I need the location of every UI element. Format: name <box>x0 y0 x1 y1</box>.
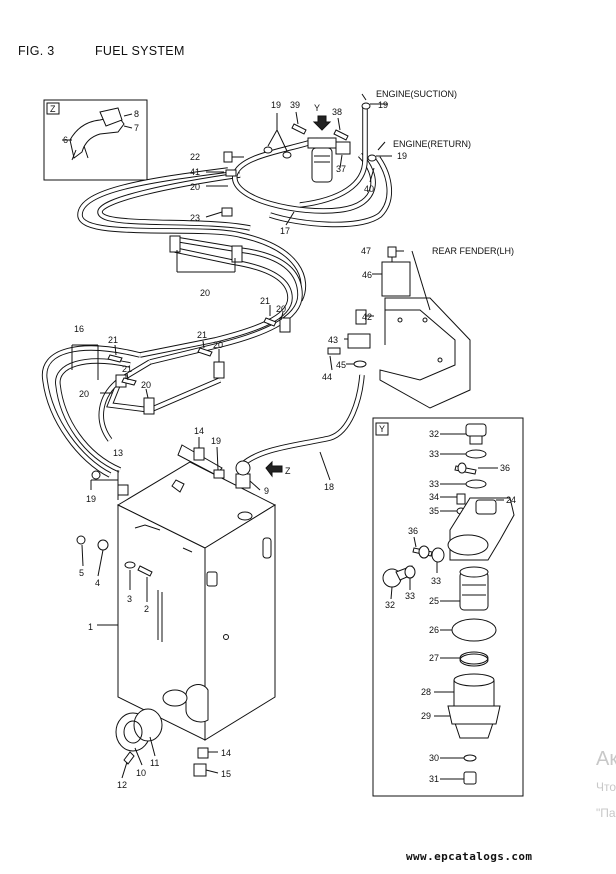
callout-19: 19 <box>378 100 388 110</box>
callout-16: 16 <box>74 324 84 334</box>
callout-1: 1 <box>88 622 93 632</box>
callout-20: 20 <box>213 340 223 350</box>
callout-5: 5 <box>79 568 84 578</box>
callout-14: 14 <box>194 426 204 436</box>
callout-6: 6 <box>63 135 68 145</box>
callout-36: 36 <box>408 526 418 536</box>
callout-12: 12 <box>117 780 127 790</box>
hose-run <box>41 235 303 478</box>
watermark-line-3: "Па <box>596 806 616 820</box>
watermark-line-1: Ак <box>596 748 616 770</box>
callout-39: 39 <box>290 100 300 110</box>
figure-number: FIG. 3 <box>18 44 55 58</box>
engine-return-label: ENGINE(RETURN) <box>393 139 471 149</box>
callout-20: 20 <box>276 304 286 314</box>
callout-2: 2 <box>144 604 149 614</box>
callout-10: 10 <box>136 768 146 778</box>
callout-34: 34 <box>429 492 439 502</box>
inset-y: Y <box>372 417 524 797</box>
callout-20: 20 <box>79 389 89 399</box>
callout-20: 20 <box>141 380 151 390</box>
inset-y-label: Y <box>379 424 385 434</box>
inset-z: Z <box>43 99 148 181</box>
callout-19: 19 <box>271 100 281 110</box>
callout-3: 3 <box>127 594 132 604</box>
callout-14: 14 <box>221 748 231 758</box>
callout-11: 11 <box>150 758 159 768</box>
callout-31: 31 <box>429 774 439 784</box>
callout-27: 27 <box>429 653 439 663</box>
callout-33: 33 <box>429 479 439 489</box>
callout-17: 17 <box>280 226 290 236</box>
callout-23: 23 <box>190 213 200 223</box>
callout-21: 21 <box>108 335 118 345</box>
callout-47: 47 <box>361 246 371 256</box>
callout-45: 45 <box>336 360 346 370</box>
fuel-tank: Z <box>76 374 365 779</box>
watermark-line-2: Что <box>596 780 616 794</box>
callout-13: 13 <box>113 448 123 458</box>
callout-44: 44 <box>322 372 332 382</box>
callout-9: 9 <box>264 486 269 496</box>
callout-30: 30 <box>429 753 439 763</box>
callout-42: 42 <box>362 312 372 322</box>
callout-20: 20 <box>200 288 210 298</box>
site-footer: www.epcatalogs.com <box>406 850 533 863</box>
callout-18: 18 <box>324 482 334 492</box>
callout-24: 24 <box>506 495 516 505</box>
callouts: ENGINE(SUCTION) ENGINE(RETURN) REAR FEND… <box>63 89 516 790</box>
callout-4: 4 <box>95 578 100 588</box>
callout-32: 32 <box>429 429 439 439</box>
callout-7: 7 <box>134 123 139 133</box>
callout-37: 37 <box>336 164 346 174</box>
callout-43: 43 <box>328 335 338 345</box>
callout-19: 19 <box>211 436 221 446</box>
arrow-y-label: Y <box>314 103 320 113</box>
callout-41: 41 <box>190 167 200 177</box>
callout-21: 21 <box>197 330 207 340</box>
fuel-filter-assembly: Y <box>77 93 393 302</box>
callout-20: 20 <box>190 182 200 192</box>
rear-fender-label: REAR FENDER(LH) <box>432 246 514 256</box>
callout-33: 33 <box>431 576 441 586</box>
callout-21: 21 <box>122 364 132 374</box>
callout-40: 40 <box>364 184 374 194</box>
callout-26: 26 <box>429 625 439 635</box>
callout-21: 21 <box>260 296 270 306</box>
arrow-z-label: Z <box>285 466 291 476</box>
callout-8: 8 <box>134 109 139 119</box>
callout-22: 22 <box>190 152 200 162</box>
callout-38: 38 <box>332 107 342 117</box>
callout-33: 33 <box>429 449 439 459</box>
callout-33: 33 <box>405 591 415 601</box>
callout-46: 46 <box>362 270 372 280</box>
callout-35: 35 <box>429 506 439 516</box>
callout-19: 19 <box>397 151 407 161</box>
callout-28: 28 <box>421 687 431 697</box>
callout-15: 15 <box>221 769 231 779</box>
callout-36: 36 <box>500 463 510 473</box>
figure-title: FUEL SYSTEM <box>95 44 185 58</box>
callout-19: 19 <box>86 494 96 504</box>
callout-32: 32 <box>385 600 395 610</box>
inset-z-label: Z <box>50 104 56 114</box>
engine-suction-label: ENGINE(SUCTION) <box>376 89 457 99</box>
callout-29: 29 <box>421 711 431 721</box>
rear-fender <box>327 246 471 409</box>
callout-25: 25 <box>429 596 439 606</box>
